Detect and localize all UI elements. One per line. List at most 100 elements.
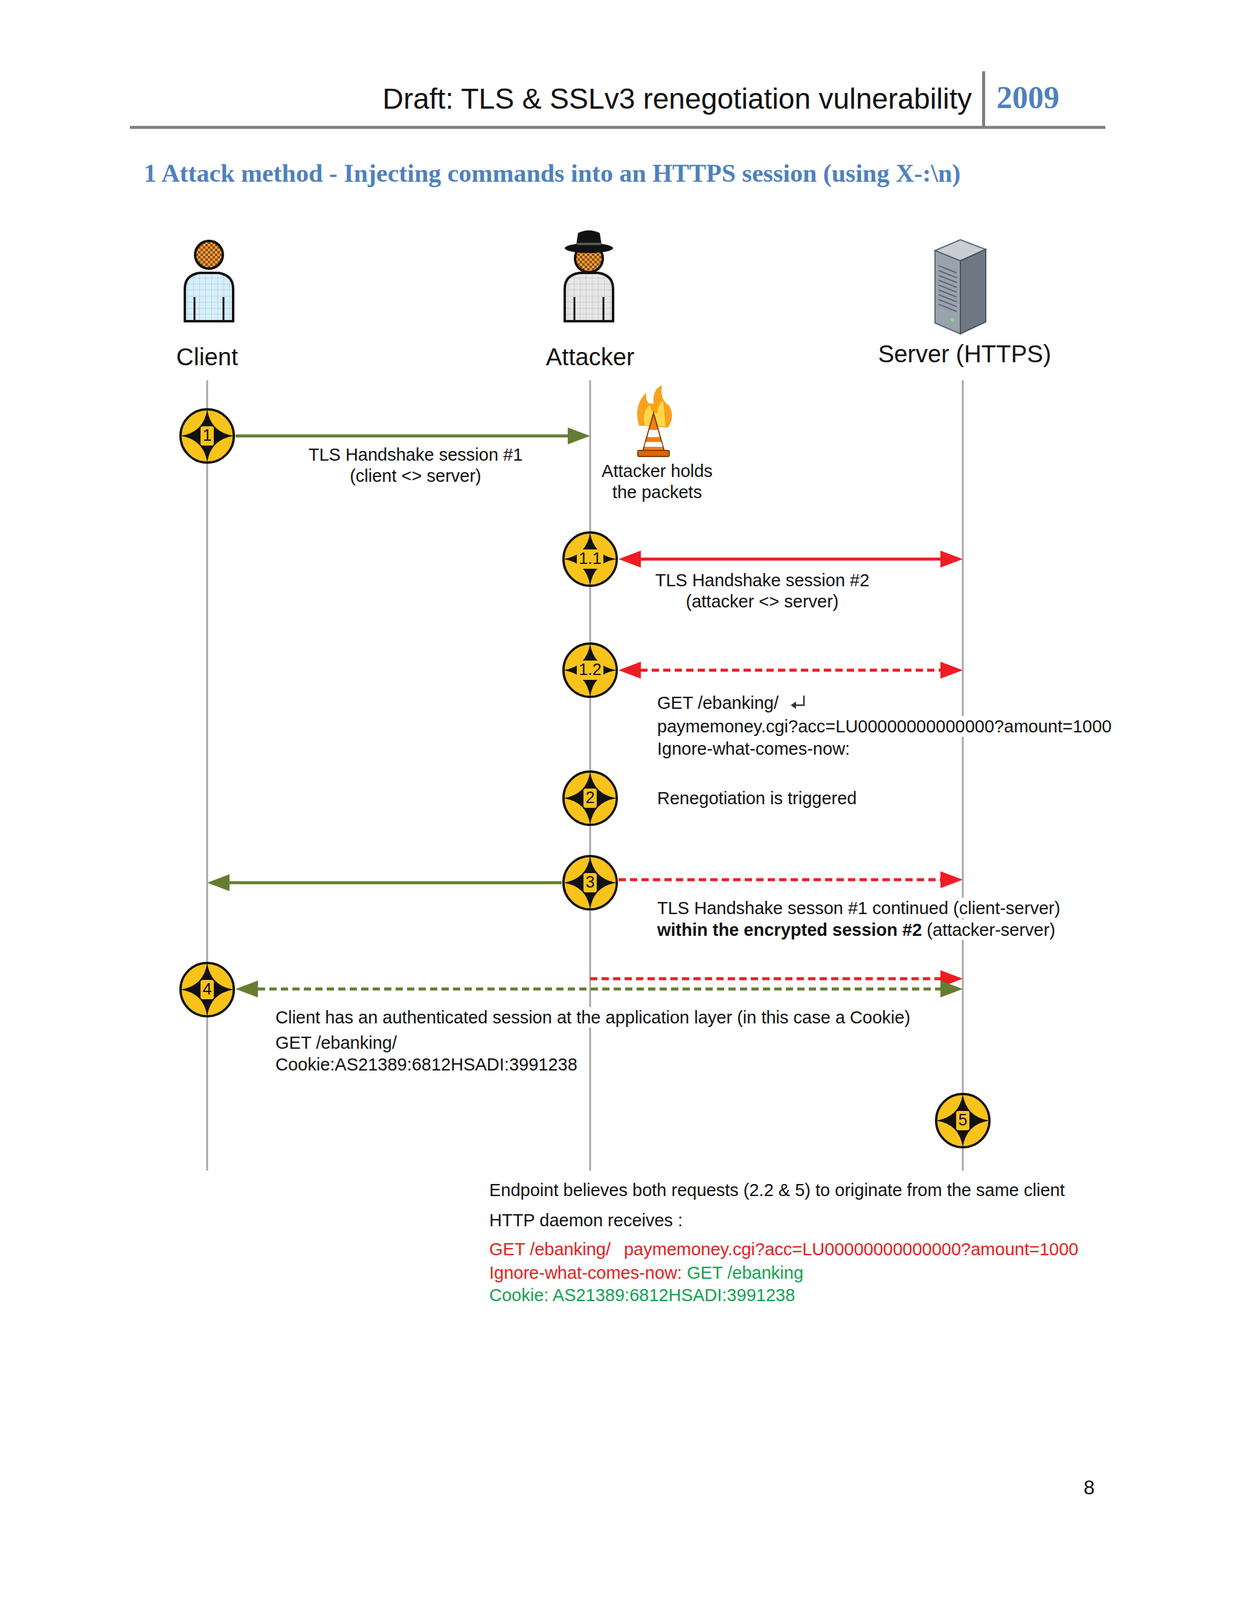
marker-star bbox=[180, 409, 234, 463]
marker-star bbox=[563, 771, 617, 826]
note: Attacker holds the packets bbox=[591, 460, 723, 504]
callout-number: 4 bbox=[200, 980, 214, 1000]
cone-body bbox=[642, 413, 665, 452]
step-marker: 2 bbox=[561, 770, 619, 827]
callout-number: 2 bbox=[583, 788, 597, 808]
server-vents bbox=[938, 265, 957, 312]
client-body bbox=[184, 273, 234, 322]
client-lifeline bbox=[206, 380, 209, 1172]
message-arrow bbox=[640, 669, 942, 673]
header-rule bbox=[129, 126, 1106, 130]
cone-icon bbox=[637, 385, 673, 457]
note: Endpoint believes both requests (2.2 & 5… bbox=[487, 1180, 1067, 1202]
server-side bbox=[960, 249, 986, 335]
arrow-head bbox=[940, 661, 963, 679]
hat-band bbox=[576, 242, 601, 246]
marker-circle bbox=[563, 771, 617, 826]
header-text: Draft: TLS & SSLv3 renegotiation vulnera… bbox=[380, 81, 974, 117]
message-arrow bbox=[235, 434, 571, 438]
marker-circle bbox=[563, 643, 617, 698]
arrow-head bbox=[235, 980, 258, 998]
injected-request: GET /ebanking/ bbox=[487, 1239, 613, 1261]
arrow-head bbox=[618, 661, 641, 679]
marker-star bbox=[936, 1094, 990, 1148]
actor-label: Client bbox=[174, 342, 240, 372]
message-label: TLS Handshake session #1 (client <> serv… bbox=[292, 444, 539, 487]
marker-star bbox=[563, 643, 617, 698]
marker-circle bbox=[936, 1094, 990, 1148]
note: Renegotiation is triggered bbox=[655, 788, 859, 810]
server-front bbox=[934, 250, 961, 335]
step-marker: 1.2 bbox=[561, 642, 619, 699]
message-label: within the encrypted session #2 bbox=[655, 919, 924, 942]
step-marker: 3 bbox=[561, 854, 619, 912]
actor-label: Server (HTTPS) bbox=[876, 339, 1054, 369]
page-number: 8 bbox=[1081, 1476, 1097, 1501]
step-marker: 4 bbox=[178, 961, 236, 1019]
cone-base bbox=[637, 450, 670, 457]
marker-circle bbox=[563, 856, 617, 910]
callout-number: 3 bbox=[583, 873, 597, 893]
callout-number: 1.2 bbox=[576, 660, 604, 680]
client-head bbox=[195, 240, 223, 269]
arrow-head bbox=[207, 874, 230, 892]
header-bar bbox=[982, 71, 986, 128]
attacker-body bbox=[564, 273, 614, 322]
attacker-icon bbox=[564, 230, 614, 322]
message-arrow bbox=[637, 558, 944, 562]
injected-request: Ignore-what-comes-now: bbox=[487, 1262, 684, 1285]
attacker-arms bbox=[574, 297, 604, 322]
message-label: (attacker-server) bbox=[924, 919, 1058, 942]
section-heading: 1 Attack method - Injecting commands int… bbox=[141, 158, 963, 189]
arrow-head bbox=[940, 871, 963, 889]
arrow-head bbox=[940, 550, 963, 568]
step-marker: 5 bbox=[934, 1092, 992, 1150]
message-arrow bbox=[618, 878, 943, 882]
callout-number: 5 bbox=[956, 1111, 969, 1131]
request-line: paymemoney.cgi?acc=LU00000000000000?amou… bbox=[655, 716, 1114, 738]
request-line: Cookie:AS21389:6812HSADI:3991238 bbox=[273, 1054, 580, 1076]
client-request: GET /ebanking bbox=[684, 1262, 806, 1285]
cone-stripe bbox=[647, 430, 660, 438]
hat-brim bbox=[564, 243, 614, 254]
arrow-head bbox=[618, 550, 641, 568]
arrow-head bbox=[567, 427, 591, 445]
marker-star bbox=[563, 856, 617, 910]
message-arrow bbox=[227, 881, 562, 885]
return-symbol bbox=[790, 701, 797, 710]
step-marker: 1 bbox=[178, 407, 236, 465]
injected-request: paymemoney.cgi?acc=LU00000000000000?amou… bbox=[622, 1239, 1080, 1261]
client-icon bbox=[184, 240, 234, 322]
note: Client has an authenticated session at t… bbox=[273, 1007, 913, 1029]
client-request: Cookie: AS21389:6812HSADI:3991238 bbox=[487, 1285, 797, 1307]
server-led bbox=[950, 318, 955, 322]
callout-number: 1.1 bbox=[576, 549, 604, 569]
server-icon bbox=[934, 239, 986, 335]
note: HTTP daemon receives : bbox=[487, 1210, 685, 1232]
request-line: GET /ebanking/ bbox=[655, 692, 781, 714]
message-arrow bbox=[256, 988, 943, 992]
message-arrow bbox=[590, 977, 943, 981]
marker-star bbox=[563, 532, 617, 586]
step-marker: 1.1 bbox=[561, 530, 619, 588]
lifelines bbox=[207, 380, 963, 1172]
message-label: TLS Handshake sesson #1 continued (clien… bbox=[655, 898, 1062, 920]
request-line: Ignore-what-comes-now: bbox=[655, 738, 852, 760]
marker-star bbox=[180, 963, 234, 1017]
server-lifeline bbox=[962, 380, 964, 1172]
return-symbol bbox=[794, 695, 804, 706]
marker-circle bbox=[563, 532, 617, 586]
actor-label: Attacker bbox=[544, 342, 637, 372]
client-arms bbox=[194, 297, 224, 322]
arrow-head bbox=[940, 980, 963, 998]
request-line: GET /ebanking/ bbox=[273, 1032, 399, 1054]
message-label: TLS Handshake session #2 (attacker <> se… bbox=[639, 570, 885, 613]
marker-circle bbox=[180, 963, 234, 1017]
callout-number: 1 bbox=[200, 426, 214, 446]
marker-circle bbox=[180, 409, 234, 463]
cone-stripe bbox=[644, 442, 663, 447]
header-year: 2009 bbox=[994, 79, 1062, 117]
